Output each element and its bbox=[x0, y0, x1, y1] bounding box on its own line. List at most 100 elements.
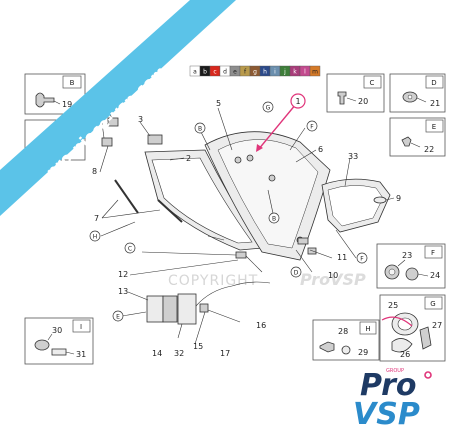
part-number: 28 bbox=[338, 327, 348, 336]
detail-box-letter: D bbox=[431, 79, 436, 87]
logo-accent-ring bbox=[424, 371, 432, 379]
part-number: 26 bbox=[400, 350, 410, 359]
color-swatch-letter: c bbox=[213, 69, 216, 76]
part-number: 2 bbox=[186, 154, 191, 163]
leader-lines bbox=[97, 91, 395, 345]
part-number: 32 bbox=[174, 349, 184, 358]
color-swatch-letter: d bbox=[223, 69, 227, 76]
highlight-arrowhead bbox=[256, 144, 263, 152]
detail-box-h: H 28 29 bbox=[312, 319, 380, 361]
gasket-part bbox=[391, 338, 413, 353]
screw-part bbox=[337, 91, 347, 105]
rivet-part bbox=[35, 92, 55, 108]
part-number: 14 bbox=[152, 349, 162, 358]
color-swatch-letter: j bbox=[283, 69, 286, 76]
color-swatch-letter: e bbox=[233, 69, 237, 76]
watermark-copyright: COPYRIGHT bbox=[168, 273, 258, 289]
color-swatch-letter: g bbox=[253, 69, 257, 76]
part-number: 33 bbox=[348, 152, 358, 161]
part-number: 16 bbox=[256, 321, 266, 330]
ribbon-band bbox=[0, 0, 236, 216]
color-swatch-letter: h bbox=[263, 69, 267, 76]
part-number: 20 bbox=[358, 97, 368, 106]
gas-strut-part bbox=[114, 179, 139, 214]
circled-letter: B bbox=[198, 126, 202, 133]
detail-box-letter: F bbox=[431, 249, 435, 257]
color-swatch-letter: b bbox=[203, 69, 207, 76]
hinge-part bbox=[107, 117, 119, 127]
part-number: 17 bbox=[220, 349, 230, 358]
circled-letter-refs: B B C D E F F G H bbox=[89, 101, 368, 322]
detail-box-tab bbox=[425, 75, 444, 89]
hinge-part bbox=[101, 137, 113, 147]
hinge-part bbox=[147, 134, 163, 145]
color-swatch-letter: f bbox=[244, 69, 247, 76]
part-number: 10 bbox=[328, 271, 338, 280]
detail-box-tab bbox=[359, 321, 377, 335]
detail-box-tab bbox=[424, 296, 443, 310]
provsp-logo: Pro GROUP VSP bbox=[353, 368, 432, 432]
color-swatch bbox=[309, 65, 321, 77]
circled-letter: G bbox=[266, 105, 271, 112]
highlight-arrow bbox=[257, 103, 297, 151]
gas-strut-part bbox=[157, 199, 183, 223]
part-number: 12 bbox=[118, 270, 128, 279]
cap-part bbox=[34, 339, 50, 351]
logo-pro: Pro bbox=[360, 368, 416, 403]
part-number: 22 bbox=[424, 145, 434, 154]
part-number: 9 bbox=[396, 194, 401, 203]
highlight-label: 1 bbox=[295, 97, 300, 106]
part-number: 23 bbox=[402, 251, 412, 260]
part-number: 5 bbox=[216, 99, 221, 108]
part-number: 31 bbox=[76, 350, 86, 359]
tail-light-gasket-part bbox=[162, 295, 178, 323]
detail-box-d: D 21 bbox=[389, 73, 446, 113]
detail-box-f: F 23 24 bbox=[376, 243, 446, 289]
detail-box-letter: I bbox=[80, 323, 82, 331]
logo-tagline: GROUP bbox=[386, 368, 404, 374]
tail-light-lens-part bbox=[177, 293, 197, 325]
part-number: 15 bbox=[193, 342, 203, 351]
latch-part bbox=[297, 237, 309, 245]
detail-box-tab bbox=[424, 245, 443, 259]
nut-part bbox=[405, 267, 419, 281]
color-swatch-letter: i bbox=[274, 69, 276, 76]
detail-box-e: E 22 bbox=[389, 117, 446, 157]
color-swatch-letter: k bbox=[293, 69, 297, 76]
color-swatch-letter: a bbox=[193, 69, 197, 76]
detail-box-tab bbox=[363, 75, 382, 89]
bracket-part bbox=[419, 326, 432, 350]
part-number: 7 bbox=[94, 214, 99, 223]
part-number: 27 bbox=[432, 321, 442, 330]
spacer-part bbox=[51, 348, 67, 356]
detail-box-letter: C bbox=[370, 79, 375, 87]
part-number: 11 bbox=[337, 253, 347, 262]
cable-part bbox=[195, 281, 271, 307]
detail-box-c: C 20 bbox=[326, 73, 385, 113]
watermark-brand: ProVSP bbox=[300, 270, 366, 289]
circled-letter: H bbox=[93, 234, 98, 241]
part-number: 6 bbox=[318, 145, 323, 154]
circled-letter: E bbox=[116, 314, 120, 321]
part-number: 8 bbox=[92, 167, 97, 176]
pin-part bbox=[319, 341, 335, 353]
bolt-part bbox=[401, 136, 412, 147]
logo-vsp: VSP bbox=[353, 397, 420, 432]
part-number: 30 bbox=[52, 326, 62, 335]
latch-part bbox=[235, 251, 247, 259]
part-number-labels: 2 3 4 5 6 7 8 9 10 11 12 13 14 15 16 17 … bbox=[92, 85, 401, 358]
tail-light-part bbox=[146, 295, 164, 323]
color-swatch-letter: m bbox=[312, 69, 318, 76]
seal-ring-9-part bbox=[373, 196, 387, 204]
circled-letter: D bbox=[294, 270, 299, 277]
highlight-circle bbox=[290, 93, 306, 109]
circled-letter: F bbox=[310, 124, 314, 131]
detail-box-letter: E bbox=[432, 123, 436, 131]
circled-letter: B bbox=[272, 216, 276, 223]
detail-box-tab bbox=[62, 75, 82, 89]
color-swatch-letter: l bbox=[304, 69, 306, 76]
part-number: 25 bbox=[388, 301, 398, 310]
